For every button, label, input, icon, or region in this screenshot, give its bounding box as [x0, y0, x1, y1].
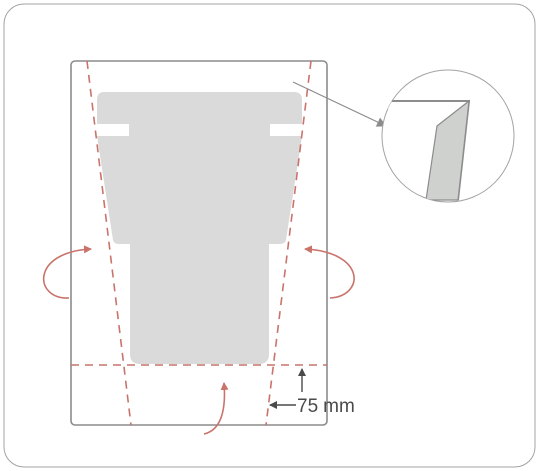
fold-line-right	[265, 60, 312, 426]
dimension-unit: mm	[323, 396, 355, 417]
fold-arrow-right	[304, 245, 355, 299]
zoom-detail	[381, 69, 515, 203]
zoom-pointer-line	[292, 81, 387, 127]
dimension-value: 75	[297, 396, 318, 417]
fold-arrow-bottom	[203, 382, 229, 435]
cup-template-shape	[97, 92, 302, 364]
fold-arrow-left	[42, 245, 92, 299]
fold-line-left	[86, 60, 132, 426]
zoom-paper-edge	[382, 101, 469, 112]
